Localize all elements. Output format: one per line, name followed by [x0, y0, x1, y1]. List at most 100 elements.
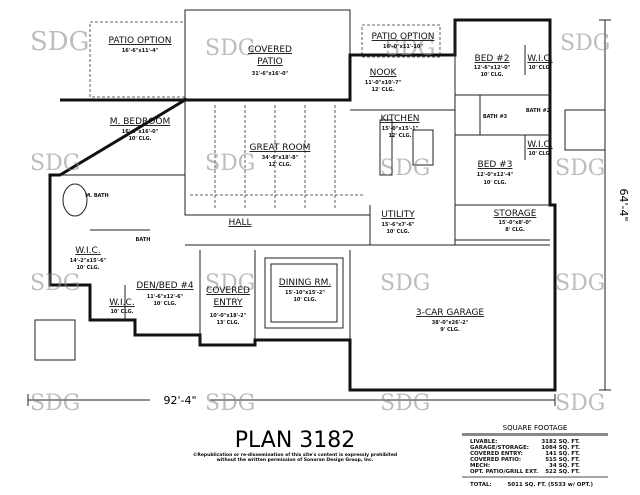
room-ceiling: 10' CLG.	[386, 229, 409, 235]
room-name: BATH	[136, 237, 151, 243]
room-ceiling: 10' CLG.	[76, 265, 99, 271]
sf-label: LIVABLE:	[470, 439, 497, 445]
watermark: SDG	[205, 271, 255, 296]
sf-label: COVERED PATIO:	[470, 457, 521, 463]
room-ceiling: 10' CLG.	[128, 136, 151, 142]
room-ceiling: 13' CLG.	[216, 320, 239, 326]
watermark: SDG	[380, 271, 430, 296]
watermark: SDG	[205, 151, 255, 176]
room-ceiling: 10' CLG.	[110, 309, 133, 315]
room-name: BED #2	[475, 54, 510, 64]
room-ceiling: 9' CLG.	[440, 327, 460, 333]
room-name: KITCHEN	[381, 114, 420, 124]
copyright-line-2: without the written permission of Sonora…	[217, 457, 374, 463]
room-name: M. BATH	[85, 193, 109, 199]
room-size: 15'-6"x7'-6"	[381, 222, 414, 228]
watermark: SDG	[30, 391, 80, 416]
bathtub	[62, 183, 88, 217]
plan-title: PLAN 3182	[235, 428, 356, 453]
watermark: SDG	[380, 391, 430, 416]
sf-value: 34 SQ. FT.	[549, 463, 580, 469]
room-name: BATH #3	[483, 114, 508, 120]
room-ceiling: 12' CLG.	[268, 162, 291, 168]
sf-total-label: TOTAL:	[470, 482, 492, 488]
sf-value: 515 SQ. FT.	[545, 457, 580, 463]
room-name: W.I.C.	[109, 298, 134, 308]
room-size: 16'-0"x11'-10"	[383, 44, 423, 50]
watermark: SDG	[560, 31, 610, 56]
interior-walls	[60, 20, 550, 345]
sf-value: 1084 SQ. FT.	[541, 445, 580, 451]
room-ceiling: 8' CLG.	[505, 227, 525, 233]
sf-label: OPT. PATIO/GRILL EXT.	[470, 469, 538, 475]
room-size: 15'-10"x15'-2"	[285, 290, 325, 296]
room-name: HALL	[229, 218, 252, 228]
room-size: 11'-6"x12'-6"	[147, 294, 184, 300]
kitchen-island	[379, 119, 393, 176]
room-size: 15'-0"x15'-1"	[382, 126, 419, 132]
width-dimension: 92'-4"	[163, 394, 196, 407]
room-name: W.I.C.	[75, 246, 100, 256]
depth-dimension: 64'-4"	[617, 188, 630, 221]
room-name: COVERED	[206, 286, 250, 296]
room-ceiling: 10' CLG.	[528, 151, 551, 157]
watermark: SDG	[30, 271, 80, 296]
room-ceiling: 10' CLG.	[528, 65, 551, 71]
kitchen-cooktop	[412, 129, 434, 166]
watermarks: SDG SDG SDG SDG SDG SDG SDG SDG SDG SDG …	[30, 27, 610, 416]
room-size: 10'-0"x18'-2"	[210, 313, 247, 319]
dimension-lines	[27, 19, 611, 406]
room-size: 16'-0"x16'-0"	[122, 129, 159, 135]
room-ceiling: 12' CLG.	[388, 133, 411, 139]
sf-label: COVERED ENTRY:	[470, 451, 523, 457]
room-size: 31'-6"x16'-0"	[252, 71, 289, 77]
room-name: PATIO OPTION	[372, 32, 435, 42]
watermark: SDG	[205, 391, 255, 416]
room-size: 14'-2"x15'-6"	[70, 258, 107, 264]
square-footage-table: SQUARE FOOTAGE LIVABLE: 3182 SQ. FT. GAR…	[462, 424, 608, 488]
room-name: PATIO OPTION	[109, 36, 172, 46]
room-name: BATH #2	[526, 108, 551, 114]
sf-total-value: 5011 SQ. FT. (5533 w/ OPT.)	[507, 482, 593, 488]
grill-extension	[34, 319, 76, 361]
room-name: COVERED	[248, 45, 292, 55]
watermark: SDG	[30, 151, 80, 176]
room-name: DINING RM.	[279, 278, 331, 288]
room-size: 34'-6"x18'-8"	[262, 155, 299, 161]
great-room-beams	[190, 105, 365, 210]
copyright-line-1: ©Republication or re-dissemination of th…	[193, 452, 397, 458]
room-size: 12'-6"x12'-0"	[474, 65, 511, 71]
room-name: M. BEDROOM	[110, 117, 170, 127]
watermark: SDG	[205, 36, 255, 61]
sf-label: GARAGE/STORAGE:	[470, 445, 529, 451]
room-ceiling: 10' CLG.	[483, 180, 506, 186]
room-name: BED #3	[478, 160, 513, 170]
room-name: ENTRY	[213, 298, 243, 308]
room-size: 16'-6"x11'-4"	[122, 48, 159, 54]
sf-value: 522 SQ. FT.	[545, 469, 580, 475]
watermark: SDG	[380, 156, 430, 181]
side-patio	[564, 109, 606, 151]
dining-ceiling-detail	[264, 257, 344, 329]
room-labels: PATIO OPTION 16'-6"x11'-4" COVERED PATIO…	[70, 32, 553, 333]
watermark: SDG	[30, 27, 89, 57]
room-ceiling: 10' CLG.	[293, 297, 316, 303]
room-size: 11'-0"x10'-7"	[365, 80, 402, 86]
watermark: SDG	[385, 36, 435, 61]
watermark: SDG	[555, 156, 605, 181]
room-size: 38'-0"x26'-2"	[432, 320, 469, 326]
sf-value: 141 SQ. FT.	[545, 451, 580, 457]
sf-title: SQUARE FOOTAGE	[503, 424, 568, 432]
watermark: SDG	[555, 271, 605, 296]
watermark: SDG	[555, 391, 605, 416]
room-name: W.I.C.	[527, 140, 552, 150]
room-name: STORAGE	[494, 209, 537, 219]
room-ceiling: 10' CLG.	[153, 301, 176, 307]
patio-option-left-outline	[89, 21, 186, 98]
room-ceiling: 12' CLG.	[371, 87, 394, 93]
room-name: W.I.C.	[527, 54, 552, 64]
room-size: 15'-0"x8'-0"	[498, 220, 531, 226]
room-name: GREAT ROOM	[250, 143, 311, 153]
dining-ceiling-inner	[270, 263, 338, 323]
